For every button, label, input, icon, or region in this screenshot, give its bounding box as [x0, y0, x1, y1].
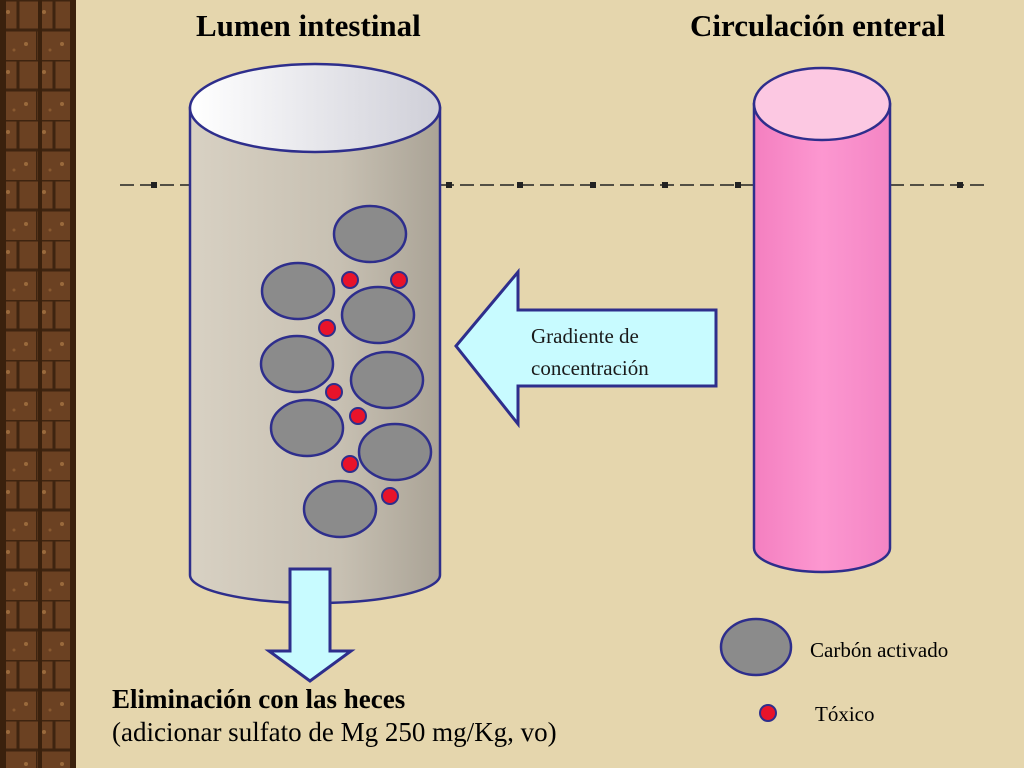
elimination-caption-line2: (adicionar sulfato de Mg 250 mg/Kg, vo) — [112, 717, 557, 747]
carbon-particle — [269, 398, 345, 458]
elimination-arrow — [264, 567, 356, 683]
toxic-particle — [318, 319, 336, 337]
carbon-particle — [349, 350, 425, 410]
carbon-particle — [260, 261, 336, 321]
title-lumen-intestinal: Lumen intestinal — [196, 8, 421, 43]
circulation-cylinder — [752, 66, 892, 574]
carbon-particle — [302, 479, 378, 539]
membrane-pores — [151, 182, 963, 188]
gradient-label-line2: concentración — [531, 356, 649, 380]
toxic-particle — [390, 271, 408, 289]
toxic-particle — [341, 271, 359, 289]
carbon-particle — [340, 285, 416, 345]
title-circulacion-enteral: Circulación enteral — [690, 8, 946, 43]
gradient-label: Gradiente de concentración — [531, 320, 649, 384]
toxic-particle — [381, 487, 399, 505]
legend-toxic-icon — [759, 704, 777, 722]
carbon-particle — [259, 334, 335, 394]
gradient-arrow — [454, 267, 718, 429]
toxic-particle — [325, 383, 343, 401]
gradient-label-line1: Gradiente de — [531, 324, 639, 348]
legend-toxic-label: Tóxico — [815, 702, 875, 726]
legend-carbon-icon — [719, 617, 793, 677]
toxic-particle — [341, 455, 359, 473]
legend-carbon-label: Carbón activado — [810, 638, 949, 662]
elimination-caption: Eliminación con las heces (adicionar sul… — [112, 683, 557, 749]
toxic-particles — [318, 271, 408, 505]
carbon-particles — [259, 204, 433, 539]
toxic-particle — [349, 407, 367, 425]
elimination-caption-line1: Eliminación con las heces — [112, 684, 406, 714]
carbon-particle — [332, 204, 408, 264]
carbon-particle — [357, 422, 433, 482]
wood-border — [0, 0, 76, 768]
